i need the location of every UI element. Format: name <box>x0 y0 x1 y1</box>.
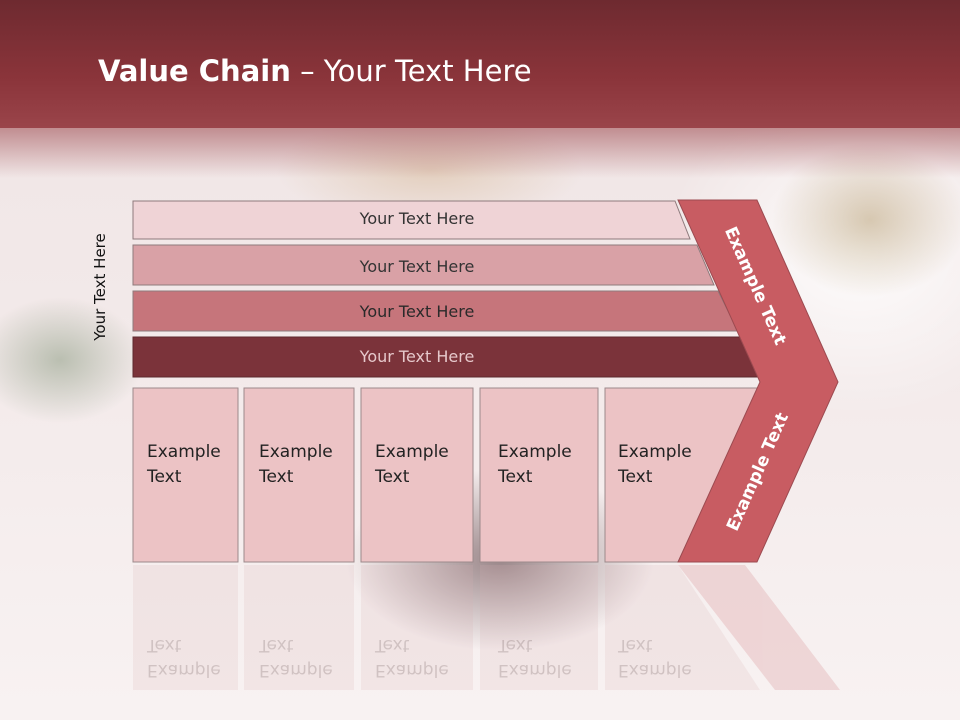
box-reflection-5-line1: Example <box>618 660 692 680</box>
header-bar <box>0 0 960 128</box>
reflection <box>133 565 840 690</box>
band-2 <box>132 244 715 286</box>
box-reflection-3: Example Text <box>375 632 449 682</box>
slide-title-rest: – Your Text Here <box>290 54 532 88</box>
band-label-3: Your Text Here <box>359 302 475 321</box>
box-label-4-line2: Text <box>498 467 533 487</box>
box-label-4: Example Text <box>498 440 572 490</box>
box-label-3-line2: Text <box>375 467 410 487</box>
slide-title: Value Chain – Your Text Here <box>98 54 532 88</box>
box-reflection-4-line2: Text <box>498 635 533 655</box>
box-label-5-line1: Example <box>618 442 692 462</box>
box-reflection-4-line1: Example <box>498 660 572 680</box>
box-reflection-1: Example Text <box>147 632 221 682</box>
box-reflection-2-line2: Text <box>259 635 294 655</box>
header-fade <box>0 128 960 178</box>
box-label-1-line1: Example <box>147 442 221 462</box>
chevron-arrow <box>677 199 839 563</box>
box-label-3: Example Text <box>375 440 449 490</box>
box-2 <box>243 387 355 563</box>
box-1 <box>132 387 239 563</box>
box-reflection-5-line2: Text <box>618 635 653 655</box>
box-reflection-3-line2: Text <box>375 635 410 655</box>
box-label-1: Example Text <box>147 440 221 490</box>
box-reflection-4: Example Text <box>498 632 572 682</box>
box-reflection-3-line1: Example <box>375 660 449 680</box>
slide-title-bold: Value Chain <box>98 54 291 88</box>
box-4 <box>479 387 599 563</box>
box-label-3-line1: Example <box>375 442 449 462</box>
box-reflection-2: Example Text <box>259 632 333 682</box>
box-reflection-5: Example Text <box>618 632 692 682</box>
box-label-2-line1: Example <box>259 442 333 462</box>
box-label-2-line2: Text <box>259 467 294 487</box>
box-reflection-1-line1: Example <box>147 660 221 680</box>
box-label-5: Example Text <box>618 440 692 490</box>
box-reflection-1-line2: Text <box>147 635 182 655</box>
band-label-2: Your Text Here <box>359 257 475 276</box>
box-reflection-2-line1: Example <box>259 660 333 680</box>
box-3 <box>360 387 474 563</box>
box-label-5-line2: Text <box>618 467 653 487</box>
band-1 <box>132 200 691 240</box>
band-label-1: Your Text Here <box>359 209 475 228</box>
box-label-2: Example Text <box>259 440 333 490</box>
box-label-4-line1: Example <box>498 442 572 462</box>
box-label-1-line2: Text <box>147 467 182 487</box>
band-label-4: Your Text Here <box>359 347 475 366</box>
